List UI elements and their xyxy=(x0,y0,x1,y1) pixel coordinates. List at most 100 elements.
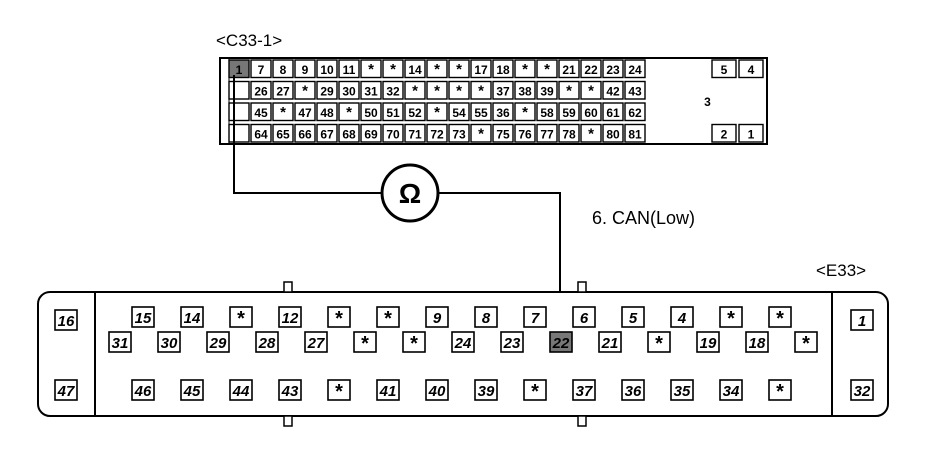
c33-pin-label: 51 xyxy=(386,106,400,120)
c33-pin-cell xyxy=(558,123,580,143)
e33-pin-cell-label: 19 xyxy=(700,335,717,352)
e33-pin-cell-label: 6 xyxy=(580,310,589,327)
c33-pin-cell xyxy=(426,102,448,122)
e33-pin-cell xyxy=(850,309,874,331)
e33-pin-cell xyxy=(745,331,769,353)
c33-pin-cell xyxy=(448,123,470,143)
e33-pin-cell xyxy=(425,306,449,328)
e33-pin-cell-label: 35 xyxy=(674,383,691,400)
c33-pin-cell xyxy=(272,80,294,100)
c33-pin-label: 36 xyxy=(496,106,510,120)
c33-pin-label: 69 xyxy=(364,127,378,141)
c33-pin-label: 68 xyxy=(342,127,356,141)
c33-pin-cell xyxy=(514,80,536,100)
ohmmeter-icon xyxy=(380,163,440,223)
e33-pin-cell-label: 14 xyxy=(184,310,201,327)
c33-pin-label: 7 xyxy=(258,63,265,77)
c33-pin-cell xyxy=(272,59,294,79)
c33-pin-label: 47 xyxy=(298,106,312,120)
c33-pin-label: 18 xyxy=(496,63,510,77)
c33-pin-cell xyxy=(250,123,272,143)
c33-pin-cell xyxy=(316,59,338,79)
e33-pin-cell xyxy=(376,306,400,328)
e33-bottom-tab-right xyxy=(577,415,587,427)
e33-pin-cell xyxy=(474,379,498,401)
e33-pin-cell-label: 39 xyxy=(478,383,495,400)
c33-pin-label: * xyxy=(368,61,374,78)
e33-top-tab-right xyxy=(577,281,587,293)
ohm-symbol: Ω xyxy=(399,178,421,209)
c33-pin-label: 43 xyxy=(628,84,642,98)
c33-pin-cell xyxy=(382,59,404,79)
c33-pin-cell xyxy=(294,80,316,100)
c33-pin-cell xyxy=(250,59,272,79)
c33-pin-label: 54 xyxy=(452,106,466,120)
c33-pin-cell xyxy=(492,102,514,122)
c33-big-pin-label: 3 xyxy=(704,95,711,109)
e33-pin-cell-label: 34 xyxy=(723,383,740,400)
c33-connector-label: <C33-1> xyxy=(216,31,282,50)
e33-pin-cell xyxy=(327,306,351,328)
c33-pin-cell xyxy=(558,80,580,100)
e33-pin-cell-label: 15 xyxy=(135,310,152,327)
c33-pin-label: * xyxy=(280,104,286,121)
c33-pin-cell xyxy=(624,59,646,79)
e33-pin-cell xyxy=(670,379,694,401)
c33-pin-label: 48 xyxy=(320,106,334,120)
e33-pin-cell-label: * xyxy=(802,333,810,355)
c33-pin-label: 31 xyxy=(364,84,378,98)
wire-e33-pin22 xyxy=(438,192,561,336)
e33-pin-cell-label: 24 xyxy=(454,335,472,352)
e33-pin-cell-label: 27 xyxy=(307,335,325,352)
e33-pin-cell xyxy=(304,331,328,353)
c33-pin-label: 5 xyxy=(721,63,728,77)
e33-pin-cell-label: 9 xyxy=(433,310,442,327)
e33-pin-cell xyxy=(278,379,302,401)
e33-pin-cell-label: 32 xyxy=(854,383,871,400)
c33-pin-cell xyxy=(228,59,250,79)
e33-pin-cell xyxy=(696,331,720,353)
e33-pin-cell-label: * xyxy=(237,308,245,330)
c33-pin-label: 77 xyxy=(540,127,554,141)
c33-pin-label: * xyxy=(434,82,440,99)
c33-pin-cell xyxy=(558,59,580,79)
e33-pin-cell xyxy=(108,331,132,353)
c33-pin-label: 58 xyxy=(540,106,554,120)
e33-pin-cell-label: 36 xyxy=(625,383,642,400)
e33-pin-cell xyxy=(768,379,792,401)
e33-pin-cell-label: 23 xyxy=(503,335,521,352)
c33-pin-cell xyxy=(624,80,646,100)
c33-pin-label: 10 xyxy=(320,63,334,77)
e33-bottom-tab-left xyxy=(283,415,293,427)
c33-pin-label: * xyxy=(412,82,418,99)
c33-pin-cell xyxy=(711,123,737,143)
c33-pin-label: * xyxy=(390,61,396,78)
c33-pin-label: 1 xyxy=(748,127,755,141)
e33-pin-cell-label: * xyxy=(776,381,784,403)
c33-pin-label: * xyxy=(346,104,352,121)
e33-pin-cell xyxy=(474,306,498,328)
c33-pin-cell xyxy=(738,123,764,143)
e33-pin-cell-label: * xyxy=(361,333,369,355)
e33-pin-cell xyxy=(402,331,426,353)
c33-pin-label: * xyxy=(478,125,484,142)
c33-pin-cell xyxy=(316,80,338,100)
c33-pin-cell xyxy=(624,102,646,122)
c33-pin-cell xyxy=(711,59,737,79)
c33-pin-cell xyxy=(492,123,514,143)
e33-pin-cell-label: * xyxy=(727,308,735,330)
c33-pin-label: 50 xyxy=(364,106,378,120)
c33-pin-label: 11 xyxy=(343,63,356,77)
c33-pin-label: 22 xyxy=(584,63,598,77)
c33-pin-label: 45 xyxy=(254,106,268,120)
e33-housing xyxy=(37,291,889,417)
e33-pin-cell-label: 28 xyxy=(258,335,276,352)
e33-pin-cell-label: 30 xyxy=(161,335,178,352)
e33-pin-cell-label: 1 xyxy=(858,313,866,330)
c33-pin-label: 37 xyxy=(496,84,510,98)
e33-pin-cell xyxy=(180,379,204,401)
c33-pin-cell xyxy=(404,80,426,100)
c33-pin-cell xyxy=(580,123,602,143)
e33-pin-cell xyxy=(425,379,449,401)
e33-pin-cell-label: 46 xyxy=(134,383,152,400)
